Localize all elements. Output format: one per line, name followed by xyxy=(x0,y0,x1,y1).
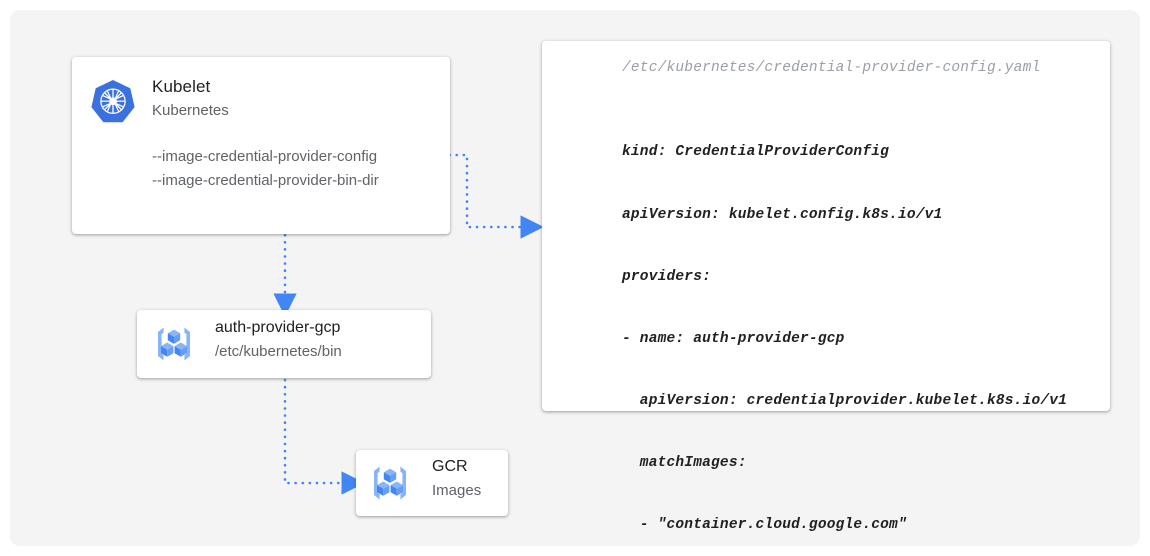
config-yaml-content: kind: CredentialProviderConfig apiVersio… xyxy=(622,101,1067,556)
yaml-line: kind: CredentialProviderConfig xyxy=(622,144,890,161)
auth-provider-card-title: auth-provider-gcp xyxy=(215,319,341,336)
gcr-card-subtitle: Images xyxy=(432,482,482,499)
gcp-container-registry-icon xyxy=(151,321,197,367)
yaml-line: providers: xyxy=(622,268,712,285)
yaml-line: apiVersion: kubelet.config.k8s.io/v1 xyxy=(622,206,943,223)
kubelet-flag-config: --image-credential-provider-config xyxy=(152,148,378,165)
credential-provider-config-panel[interactable]: /etc/kubernetes/credential-provider-conf… xyxy=(542,41,1110,533)
kubelet-card-subtitle: Kubernetes xyxy=(152,102,229,119)
kubelet-flag-bin-dir: --image-credential-provider-bin-dir xyxy=(152,172,379,189)
gcr-card-title: GCR xyxy=(432,458,468,475)
yaml-line: apiVersion: credentialprovider.kubelet.k… xyxy=(622,392,1068,409)
auth-provider-gcp-card[interactable]: auth-provider-gcp /etc/kubernetes/bin xyxy=(137,310,431,378)
gcr-card[interactable]: GCR Images xyxy=(356,450,508,516)
config-file-path: /etc/kubernetes/credential-provider-conf… xyxy=(622,60,1041,76)
yaml-line: matchImages: xyxy=(622,454,747,471)
gcp-container-registry-icon xyxy=(367,460,413,506)
kubernetes-logo-icon xyxy=(89,78,137,126)
kubelet-card-title: Kubelet xyxy=(152,77,211,96)
kubelet-card[interactable]: Kubelet Kubernetes --image-credential-pr… xyxy=(72,57,450,234)
kubelet-flag-list: --image-credential-provider-config --ima… xyxy=(152,145,379,193)
auth-provider-card-subtitle: /etc/kubernetes/bin xyxy=(215,343,342,360)
yaml-line: - "container.cloud.google.com" xyxy=(622,517,907,534)
yaml-line: - name: auth-provider-gcp xyxy=(622,330,845,347)
